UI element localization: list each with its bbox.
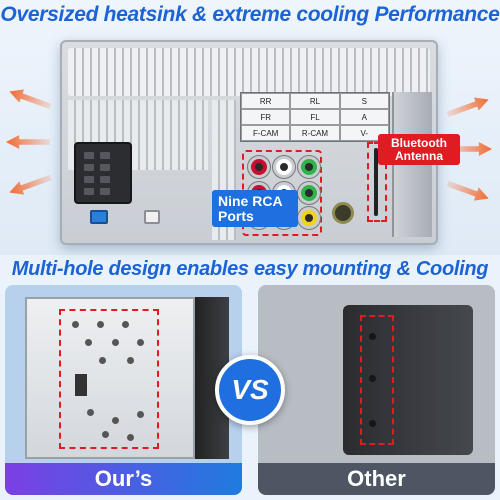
port-label: RR <box>241 93 291 109</box>
radio-rear-panel: RR RL S FR FL A F-CAM R-CAM V- Nine RCA … <box>60 40 460 245</box>
white-connector-icon <box>144 210 160 224</box>
rca-ports-callout: Nine RCA Ports <box>212 190 298 228</box>
port-label: FR <box>241 109 291 125</box>
mounting-holes-highlight <box>59 309 159 449</box>
comparison-panel-ours: Our’s <box>5 285 242 495</box>
iso-connector-icon <box>74 142 132 204</box>
mounting-holes-highlight <box>360 315 394 445</box>
port-label: F-CAM <box>241 125 291 141</box>
rca-port-icon <box>298 181 320 204</box>
other-label: Other <box>258 463 495 495</box>
port-label: S <box>339 93 389 109</box>
headline-cooling: Oversized heatsink & extreme cooling Per… <box>0 3 500 26</box>
rca-port-icon <box>298 156 320 178</box>
port-label: A <box>339 109 389 125</box>
port-label: FL <box>290 109 340 125</box>
port-label: RL <box>290 93 340 109</box>
rca-port-icon <box>298 207 320 230</box>
port-label: R-CAM <box>290 125 340 141</box>
blue-connector-icon <box>90 210 108 224</box>
rca-port-icon <box>248 156 270 178</box>
headline-mounting: Multi-hole design enables easy mounting … <box>11 258 489 280</box>
bluetooth-highlight-box <box>367 142 387 222</box>
antenna-jack-icon <box>332 202 354 224</box>
ours-label: Our’s <box>5 463 242 495</box>
vs-badge: VS <box>215 355 285 425</box>
side-plate-ours <box>25 297 195 459</box>
port-label: V- <box>339 125 389 141</box>
port-label-table: RR RL S FR FL A F-CAM R-CAM V- <box>240 92 390 142</box>
bluetooth-antenna-callout: Bluetooth Antenna <box>378 134 460 166</box>
heatsink-fins <box>68 48 430 96</box>
bluetooth-antenna-wire-icon <box>374 148 378 216</box>
rca-port-icon <box>273 156 295 178</box>
radio-body-other <box>343 305 473 455</box>
comparison-panel-other: Other <box>258 285 495 495</box>
